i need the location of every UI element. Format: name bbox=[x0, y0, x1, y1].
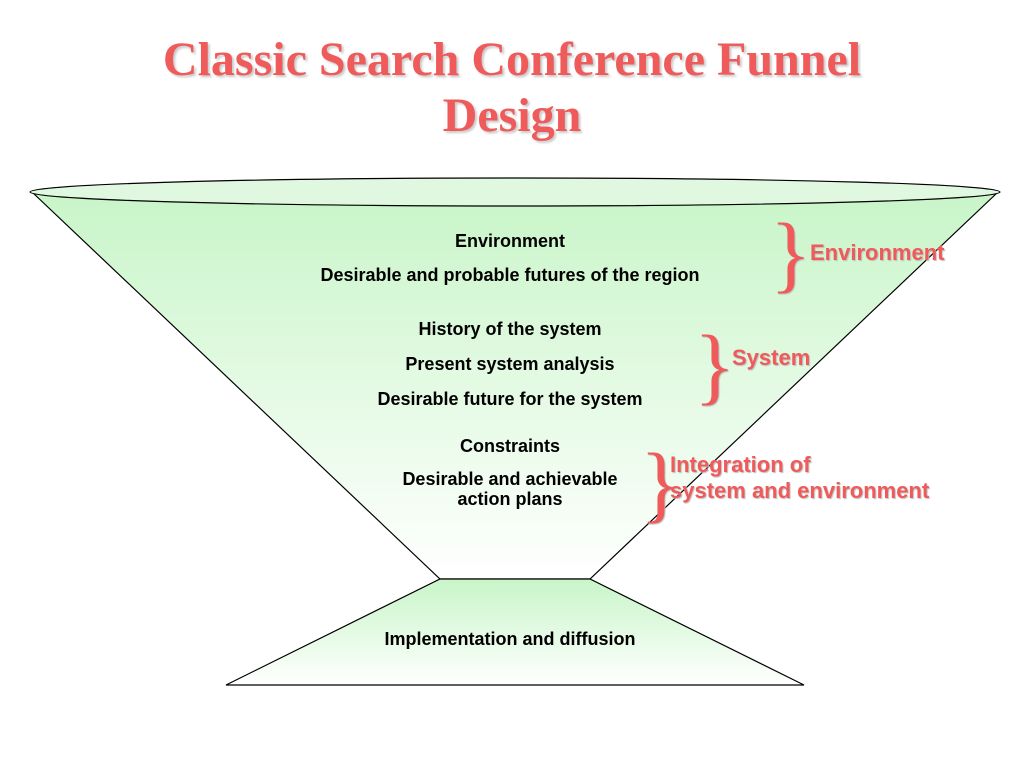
callout-integration-line-1: Integration of bbox=[670, 452, 811, 477]
stage-integration-line-1: Constraints bbox=[459, 436, 560, 456]
funnel-rim bbox=[29, 177, 1001, 207]
stage-environment-text: Environment Desirable and probable futur… bbox=[250, 224, 770, 292]
system-brace-icon: } bbox=[694, 317, 736, 413]
stage-system-line-3: Desirable future for the system bbox=[377, 389, 643, 409]
stage-environment-line-2: Desirable and probable futures of the re… bbox=[320, 265, 700, 285]
stage-environment-line-1: Environment bbox=[454, 231, 565, 251]
funnel-base bbox=[225, 578, 805, 686]
stage-integration-text: Constraints Desirable and achievable act… bbox=[350, 434, 670, 508]
callout-integration-line-2: system and environment bbox=[670, 478, 930, 503]
title-line-1: Classic Search Conference Funnel bbox=[162, 33, 862, 86]
base-label: Implementation and diffusion bbox=[384, 629, 636, 649]
callout-system: System bbox=[732, 345, 811, 370]
stage-system-line-1: History of the system bbox=[418, 319, 602, 339]
environment-brace-icon: } bbox=[770, 205, 812, 301]
slide-title: Classic Search Conference Funnel Design bbox=[0, 32, 1024, 144]
integration-brace-icon: } bbox=[640, 435, 682, 531]
stage-integration-line-3: action plans bbox=[457, 489, 563, 509]
stage-system-line-2: Present system analysis bbox=[405, 354, 615, 374]
stage-system-text: History of the system Present system ana… bbox=[310, 312, 710, 417]
stage-integration-line-2: Desirable and achievable bbox=[402, 469, 618, 489]
callout-integration: Integration of system and environment bbox=[670, 452, 929, 504]
callout-environment: Environment bbox=[810, 240, 945, 265]
title-line-2: Design bbox=[442, 89, 582, 142]
